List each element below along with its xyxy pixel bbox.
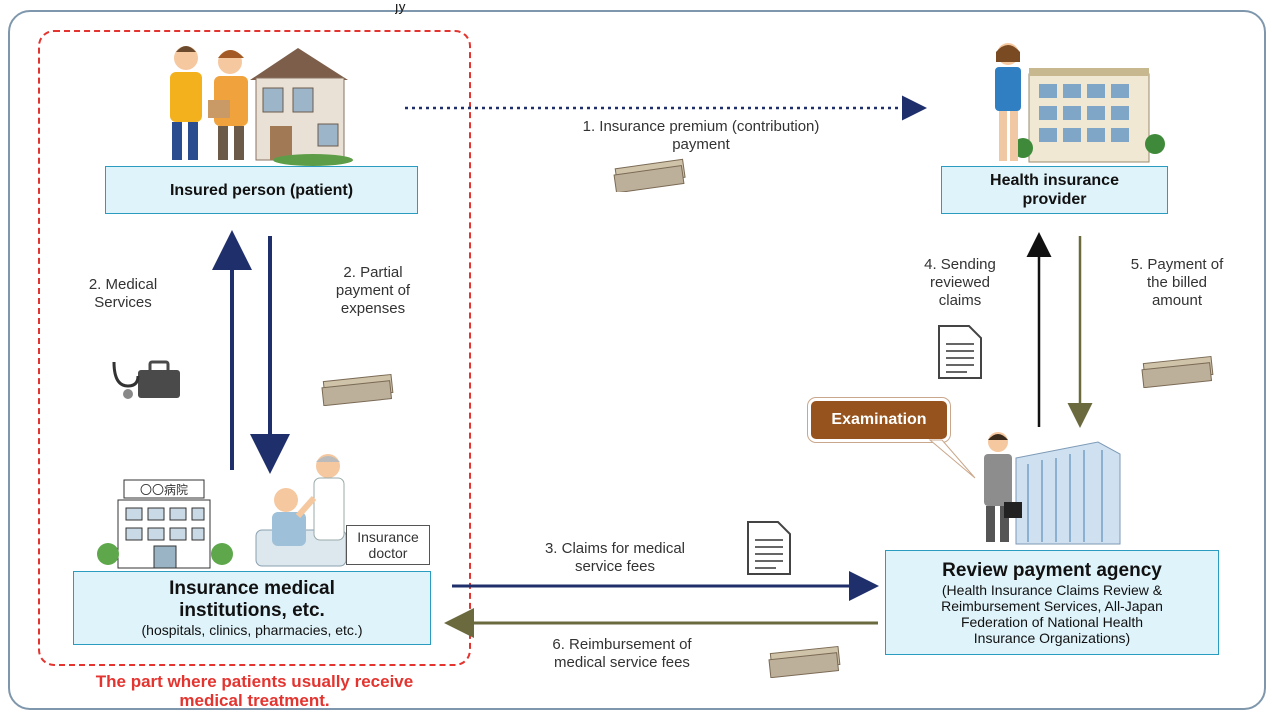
flow-2b-line1: 2. Partial <box>343 264 403 281</box>
institution-title-line1: Insurance medical <box>169 578 335 599</box>
flow-4-line3: claims <box>938 292 982 309</box>
flow-4-line2: reviewed <box>929 274 991 291</box>
region-caption-line1: The part where patients usually receive <box>95 672 414 691</box>
medical-bag-icon <box>112 360 180 399</box>
institution-subtitle: (hospitals, clinics, pharmacies, etc.) <box>141 622 363 638</box>
flow-6-line2: medical service fees <box>554 654 690 671</box>
agency-desc-line4: Insurance Organizations) <box>973 629 1131 646</box>
flow-4-label: 4. Sending reviewed claims <box>900 256 1020 310</box>
flow-6-line1: 6. Reimbursement of <box>552 636 692 653</box>
document-icon <box>938 325 982 379</box>
flow-5-line1: 5. Payment of <box>1130 256 1224 273</box>
provider-title-line2: provider <box>1022 191 1087 208</box>
document-icon <box>747 521 791 575</box>
insurance-doctor-label: Insurance doctor <box>346 525 430 565</box>
insured-person-box: Insured person (patient) <box>105 166 418 214</box>
insurance-doctor-line1: Insurance <box>357 529 419 545</box>
money-icon <box>613 158 686 192</box>
money-icon <box>768 645 841 678</box>
provider-title-line1: Health insurance <box>990 172 1119 189</box>
flow-1-line1: 1. Insurance premium (contribution) <box>582 118 820 135</box>
partial-title: jy <box>395 4 406 15</box>
flow-4-line1: 4. Sending <box>924 256 996 273</box>
office-building-icon <box>995 43 1165 163</box>
flow-1-line2: payment <box>672 136 730 153</box>
flow-2a-label: 2. Medical Services <box>80 276 166 312</box>
region-caption-line2: medical treatment. <box>179 691 330 710</box>
flow-1-label: 1. Insurance premium (contribution) paym… <box>528 118 874 154</box>
flow-5-label: 5. Payment of the billed amount <box>1102 256 1252 310</box>
flow-2b-line2: payment of <box>335 282 411 299</box>
flow-6-label: 6. Reimbursement of medical service fees <box>510 636 734 672</box>
money-icon <box>1141 355 1214 388</box>
flow-2b-line3: expenses <box>340 300 406 317</box>
review-payment-agency-box: Review payment agency (Health Insurance … <box>885 550 1219 655</box>
family-house-icon <box>170 46 353 166</box>
hospital-icon: 〇〇病院 <box>97 479 233 569</box>
agency-title: Review payment agency <box>942 559 1162 581</box>
doctor-patient-icon <box>255 454 347 567</box>
insurance-doctor-line2: doctor <box>368 545 408 561</box>
region-caption: The part where patients usually receive … <box>38 672 471 710</box>
health-insurance-provider-box: Health insurance provider <box>941 166 1168 214</box>
patient-treatment-region <box>38 30 471 666</box>
flow-2a-line2: Services <box>94 294 152 311</box>
flow-3-line2: service fees <box>574 558 656 575</box>
agency-desc-line2: Reimbursement Services, All-Japan <box>941 597 1163 614</box>
flow-2b-label: 2. Partial payment of expenses <box>320 264 426 318</box>
medical-institutions-box: Insurance medical institutions, etc. (ho… <box>73 571 431 645</box>
flow-5-line3: amount <box>1151 292 1203 309</box>
diagram-frame: jy <box>8 4 1266 710</box>
agency-desc-line3: Federation of National Health <box>960 613 1144 630</box>
flow-5-line2: the billed <box>1146 274 1208 291</box>
insured-person-title: Insured person (patient) <box>169 181 354 199</box>
hospital-sign: 〇〇病院 <box>140 482 188 497</box>
flow-3-label: 3. Claims for medical service fees <box>505 540 725 576</box>
agency-desc-line1: (Health Insurance Claims Review & <box>941 581 1163 598</box>
institution-title-line2: institutions, etc. <box>179 600 325 621</box>
flow-2a-line1: 2. Medical <box>88 276 158 293</box>
flow-3-line1: 3. Claims for medical <box>544 540 686 557</box>
examination-tag: Examination <box>808 398 950 442</box>
agency-building-icon <box>984 432 1121 545</box>
money-icon <box>321 373 394 406</box>
